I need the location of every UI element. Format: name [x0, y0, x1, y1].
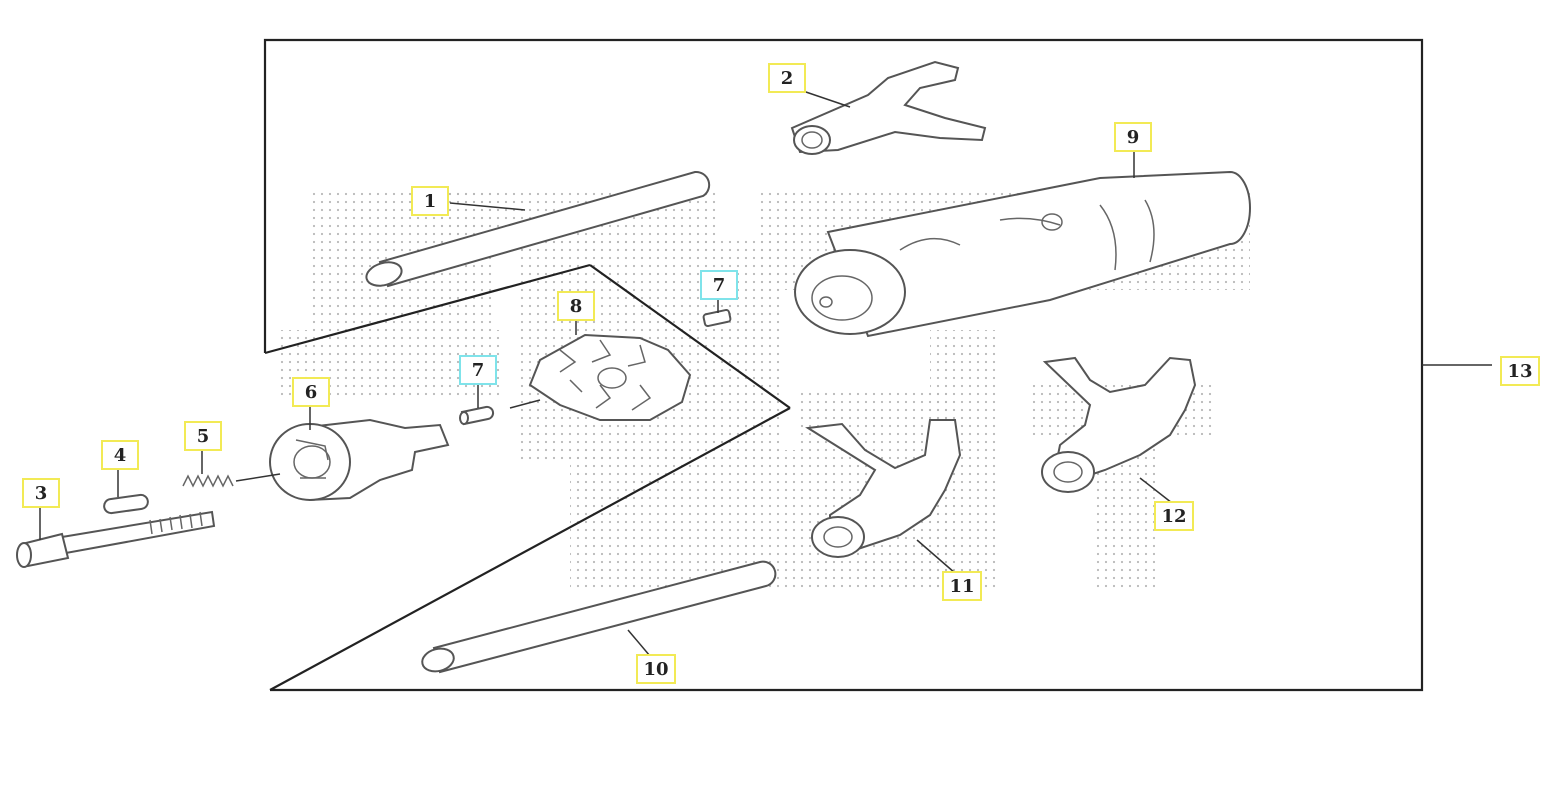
callout-12[interactable]: 12 — [1154, 501, 1194, 531]
part-12-shift-fork — [1041, 356, 1197, 504]
callout-2[interactable]: 2 — [768, 63, 806, 93]
part-2-shift-fork — [790, 60, 987, 155]
part-5-spring — [182, 450, 281, 488]
callout-6[interactable]: 6 — [292, 377, 330, 407]
callout-4[interactable]: 4 — [101, 440, 139, 470]
part-9-shift-drum — [794, 150, 1251, 338]
part-4-collar — [103, 470, 149, 515]
part-3-bolt — [16, 508, 216, 568]
callout-13[interactable]: 13 — [1500, 356, 1540, 386]
callout-7-upper[interactable]: 7 — [700, 270, 738, 300]
part-10-shift-fork-shaft — [421, 560, 777, 674]
part-7-pin-lower — [459, 384, 541, 426]
callout-8[interactable]: 8 — [557, 291, 595, 321]
callout-10[interactable]: 10 — [636, 654, 676, 684]
callout-3[interactable]: 3 — [22, 478, 60, 508]
part-7-pin-upper — [702, 300, 732, 328]
part-8-shift-drum-center — [528, 320, 692, 421]
callout-9[interactable]: 9 — [1114, 122, 1152, 152]
part-11-shift-fork — [805, 419, 962, 574]
assembly-frame — [263, 38, 1492, 692]
callout-11[interactable]: 11 — [942, 571, 982, 601]
callout-5[interactable]: 5 — [184, 421, 222, 451]
part-6-shift-cam — [269, 406, 450, 502]
callout-1[interactable]: 1 — [411, 186, 449, 216]
callout-7-lower[interactable]: 7 — [459, 355, 497, 385]
part-1-shift-fork-shaft — [365, 170, 711, 288]
